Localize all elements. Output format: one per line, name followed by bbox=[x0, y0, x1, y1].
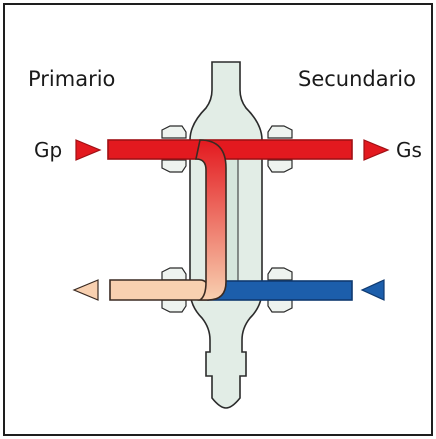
upper-left-fitting-bottom bbox=[161, 159, 187, 173]
secondary-return-pipe bbox=[207, 280, 353, 301]
return-secondary-arrow-left-icon bbox=[360, 279, 385, 301]
primary-flow-label: Gp bbox=[34, 138, 62, 162]
lower-right-fitting-bottom bbox=[267, 299, 293, 313]
primary-return-pipe bbox=[109, 279, 209, 301]
inlet-primary-arrow-right-icon bbox=[75, 139, 102, 161]
lower-right-fitting bbox=[267, 267, 293, 281]
upper-right-fitting bbox=[267, 125, 293, 139]
lower-left-fitting-bottom bbox=[161, 299, 187, 313]
outlet-secondary-arrow-right-icon bbox=[363, 139, 390, 161]
upper-left-fitting bbox=[161, 125, 187, 139]
primary-mixing-pipe bbox=[195, 139, 227, 301]
primary-circuit-label: Primario bbox=[28, 67, 115, 91]
upper-right-fitting-bottom bbox=[267, 159, 293, 173]
secondary-flow-label: Gs bbox=[396, 138, 422, 162]
outlet-primary-arrow-left-icon bbox=[72, 279, 99, 301]
hot-supply-pipe bbox=[107, 139, 353, 160]
lower-left-fitting bbox=[161, 267, 187, 281]
secondary-circuit-label: Secundario bbox=[298, 67, 416, 91]
